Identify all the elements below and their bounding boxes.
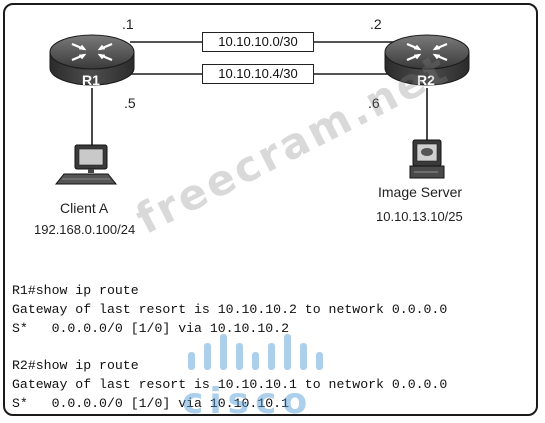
client-computer-icon [54, 144, 118, 185]
server-name-label: Image Server [378, 184, 463, 200]
r1-default-route: S* 0.0.0.0/0 [1/0] via 10.10.10.2 [12, 321, 289, 336]
upper-subnet-label: 10.10.10.0/30 [202, 32, 314, 52]
r2-upper-interface-label: .2 [370, 16, 382, 32]
router-r1-icon [49, 34, 135, 86]
router-r2-label: R2 [417, 72, 435, 88]
r2-gateway-line: Gateway of last resort is 10.10.10.1 to … [12, 377, 448, 392]
r2-lower-interface-label: .6 [368, 95, 380, 111]
router-r2-icon [384, 34, 470, 86]
cisco-logo-bars [188, 334, 323, 370]
cisco-logo-text: cisco [182, 381, 314, 422]
client-name-label: Client A [60, 200, 109, 216]
r2-default-route: S* 0.0.0.0/0 [1/0] via 10.10.10.1 [12, 396, 289, 411]
diagram-frame [3, 3, 538, 416]
server-icon [409, 139, 445, 179]
lower-subnet-label: 10.10.10.4/30 [202, 64, 314, 84]
r1-lower-interface-label: .5 [124, 95, 136, 111]
r1-upper-interface-label: .1 [122, 16, 134, 32]
router-r1-label: R1 [82, 72, 100, 88]
r1-gateway-line: Gateway of last resort is 10.10.10.2 to … [12, 302, 448, 317]
client-ip-label: 192.168.0.100/24 [34, 222, 136, 237]
r2-command: R2#show ip route [12, 358, 139, 373]
r1-command: R1#show ip route [12, 283, 139, 298]
server-ip-label: 10.10.13.10/25 [376, 209, 463, 224]
